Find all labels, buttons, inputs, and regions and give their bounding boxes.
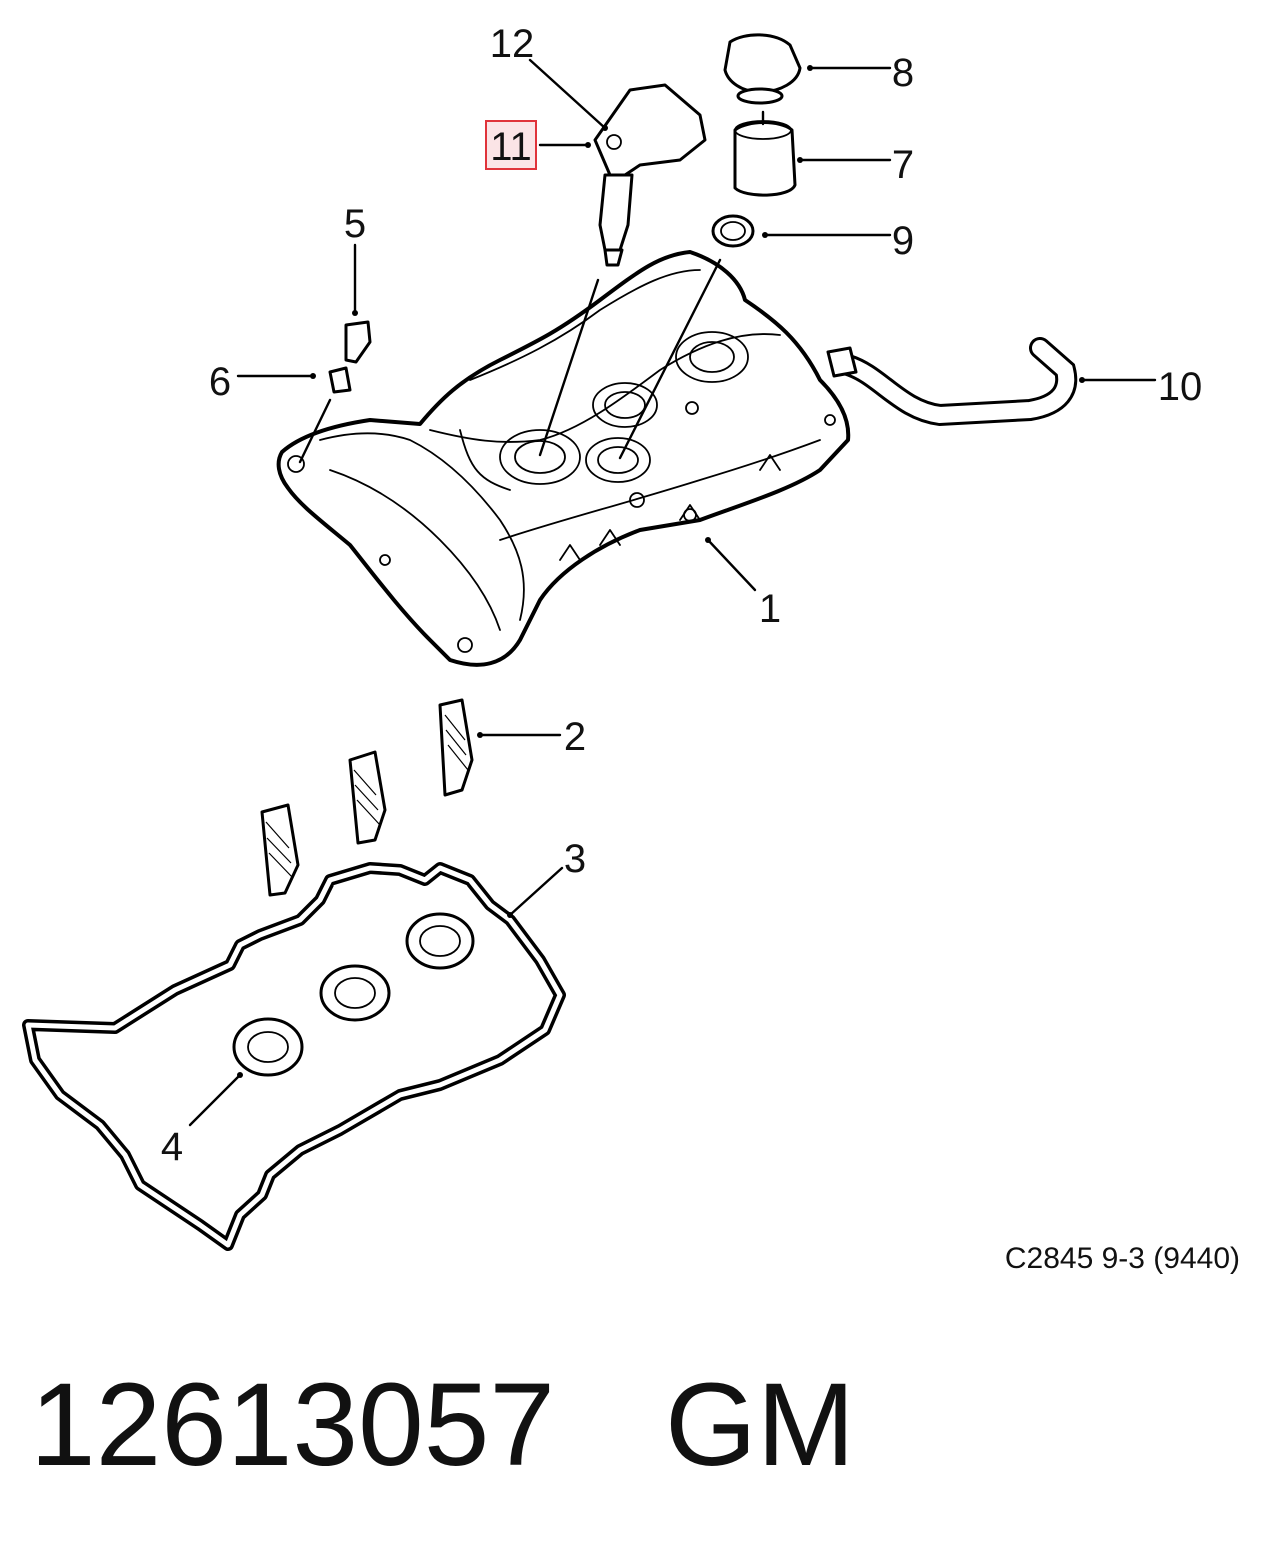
leader-lines: [188, 58, 1157, 1127]
callout-3: 3: [564, 837, 586, 881]
breather-hose: [826, 337, 1078, 427]
part-identification: 12613057 GM: [30, 1360, 855, 1490]
camshaft-seal-plugs: [260, 698, 474, 897]
manufacturer-name: GM: [665, 1359, 856, 1491]
callout-8: 8: [892, 51, 914, 95]
callout-6: 6: [209, 360, 231, 404]
callout-7: 7: [892, 143, 914, 187]
highlight-box: [485, 120, 537, 170]
oil-filler-assembly: [711, 33, 802, 248]
callout-9: 9: [892, 219, 914, 263]
ignition-coil: [593, 83, 707, 267]
callout-1: 1: [759, 587, 781, 631]
spark-plug-tube-seals: [232, 912, 475, 1077]
callout-4: 4: [161, 1125, 183, 1169]
callout-11: 11: [490, 125, 532, 169]
callout-2: 2: [564, 715, 586, 759]
bolt-and-grommet: [328, 320, 372, 394]
callout-labels: 1 2 3 4 5 6 7 8 9 10 11 12: [161, 22, 1202, 1169]
valve-cover: [276, 250, 851, 667]
part-number: 12613057: [30, 1359, 556, 1491]
callout-12: 12: [490, 22, 535, 66]
callout-10: 10: [1158, 365, 1203, 409]
valve-cover-gasket: [22, 862, 566, 1251]
diagram-reference-code: C2845 9-3 (9440): [1005, 1242, 1240, 1275]
callout-5: 5: [344, 202, 366, 246]
